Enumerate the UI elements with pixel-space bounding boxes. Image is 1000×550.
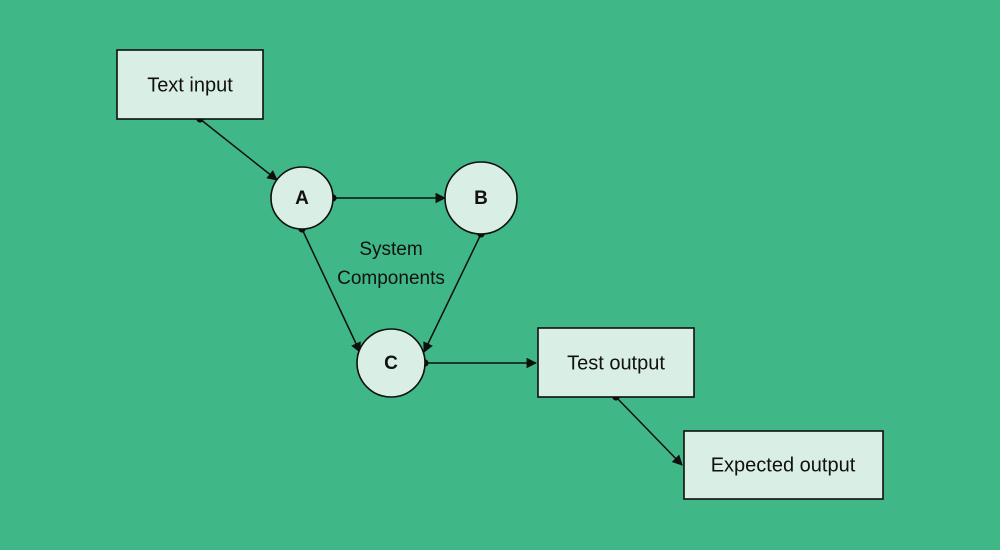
node-box[interactable] [537,327,695,398]
edge-line [301,228,361,353]
edge-b-to-c [423,230,485,353]
cluster-label-line2: Components [337,268,445,289]
node-test-output[interactable]: Test output [537,327,695,398]
node-label: C [384,353,398,374]
node-circle[interactable] [356,328,426,398]
node-box[interactable] [683,430,884,500]
node-b[interactable]: B [444,161,518,235]
edge-line [199,118,278,181]
node-box[interactable] [116,49,264,120]
node-expected-output[interactable]: Expected output [683,430,884,500]
node-c[interactable]: C [356,328,426,398]
edge-line [615,396,683,466]
cluster-label-system-components: System Components [337,239,445,289]
node-label: A [295,188,309,209]
node-label: B [474,188,488,209]
edges-group [196,115,683,466]
edge-c-to-test-output [421,357,538,369]
edge-line [423,233,482,353]
edge-test-output-to-expected-output [612,393,683,466]
node-label: Text input [147,74,233,96]
node-label: Test output [567,352,665,374]
node-circle[interactable] [270,166,334,230]
edge-text-input-to-a [196,115,278,181]
node-text-input[interactable]: Text input [116,49,264,120]
cluster-label-line1: System [359,239,422,260]
node-a[interactable]: A [270,166,334,230]
node-label: Expected output [711,454,856,476]
edge-a-to-b [329,192,447,204]
node-circle[interactable] [444,161,518,235]
